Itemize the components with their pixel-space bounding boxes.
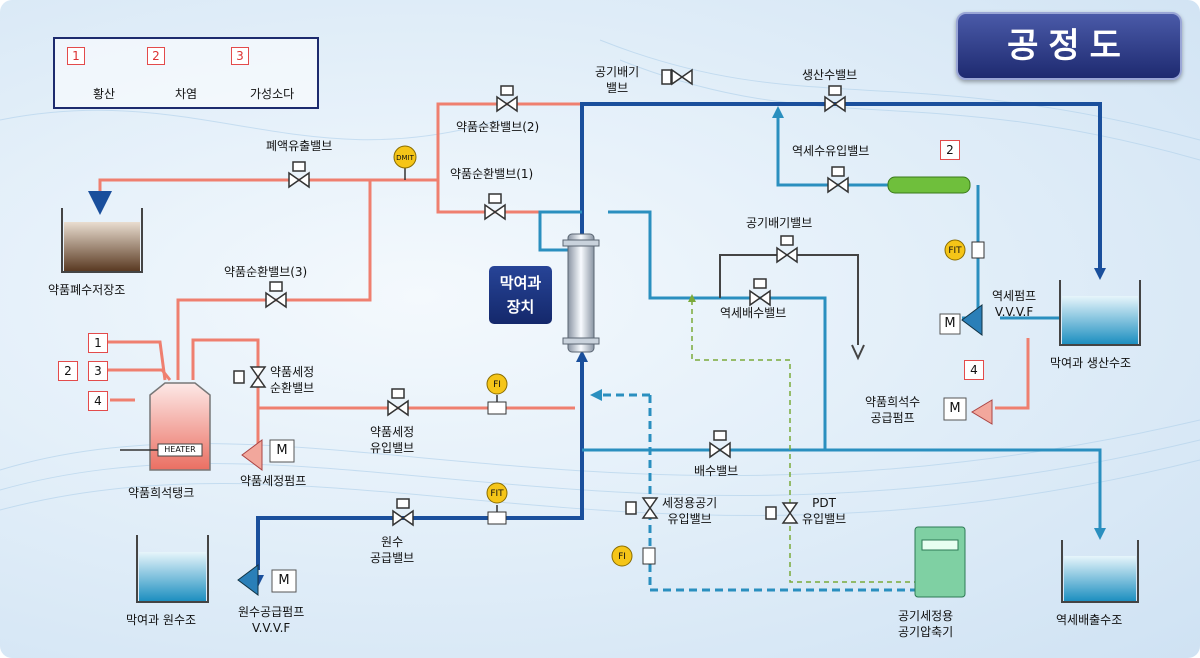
chem-dilution-pump-label: 약품희석수 공급펌프 <box>865 394 920 426</box>
air-compressor-line1: 공기세정용 <box>898 609 954 623</box>
motor-raw: M <box>278 573 290 588</box>
backwash-pump-line1: 역세펌프 <box>992 289 1037 303</box>
membrane-device-label: 막여과 장치 <box>489 266 552 324</box>
chem-wash-circ-line2: 순환밸브 <box>270 381 315 395</box>
backwash-drain-valve-label: 역세배수밸브 <box>720 306 787 320</box>
air-compressor <box>914 526 966 598</box>
wash-air-inlet-line1: 세정용공기 <box>662 496 718 510</box>
chemical-legend: 1 황산 2 차염 3 가성소다 <box>53 37 319 109</box>
legend-label-3: 가성소다 <box>250 87 295 101</box>
backwash-pump-line2: V.V.V.F <box>994 305 1034 319</box>
fi-air-label: FI <box>618 552 626 562</box>
motor-chem-wash: M <box>276 443 288 458</box>
raw-water-tank-label: 막여과 원수조 <box>126 613 197 627</box>
chem-wash-circ-valve-label: 약품세정 순환밸브 <box>270 364 314 396</box>
motor-backwash: M <box>944 316 956 331</box>
motor-dilution: M <box>949 401 961 416</box>
chem-wash-pump-label: 약품세정펌프 <box>240 474 307 488</box>
tank-shapes <box>61 208 1141 603</box>
air-compressor-label: 공기세정용 공기압축기 <box>898 608 953 640</box>
heater-label: HEATER <box>164 445 196 454</box>
raw-supply-pump-label: 원수공급펌프 V.V.V.F <box>238 604 304 636</box>
chem-input-2: 2 <box>58 361 78 381</box>
legend-num-3: 3 <box>231 47 249 65</box>
chem-dilution-pump-line2: 공급펌프 <box>870 411 915 425</box>
product-tank-label: 막여과 생산수조 <box>1050 356 1132 370</box>
chem-dilution-pump-line1: 약품희석수 <box>865 395 921 409</box>
drain-valve-label: 배수밸브 <box>694 464 739 478</box>
air-vent-top-line1: 공기배기 <box>595 65 640 79</box>
device-label-line2: 장치 <box>506 298 535 316</box>
backwash-discharge-tank-label: 역세배출수조 <box>1056 613 1123 627</box>
chem-circ-valve-2-label: 약품순환밸브(2) <box>456 120 540 134</box>
raw-supply-pump-line2: V.V.V.F <box>251 621 291 635</box>
fit-raw-label: FIT <box>490 489 504 499</box>
product-valve-label: 생산수밸브 <box>802 68 858 82</box>
chem-circ-valve-3-label: 약품순환밸브(3) <box>224 265 308 279</box>
raw-supply-pump-line1: 원수공급펌프 <box>238 605 305 619</box>
legend-label-2: 차염 <box>175 87 198 101</box>
legend-label-1: 황산 <box>93 87 116 101</box>
process-water-lines <box>538 115 1102 530</box>
waste-valve-label: 폐액유출밸브 <box>266 139 333 153</box>
chem-injector <box>887 176 971 194</box>
backwash-inlet-valve-label: 역세수유입밸브 <box>792 144 870 158</box>
legend-num-2: 2 <box>147 47 165 65</box>
chem-circ-valve-1-label: 약품순환밸브(1) <box>450 167 534 181</box>
valve-symbols <box>233 68 849 527</box>
chem-input-4: 4 <box>88 391 108 411</box>
chem-wash-inlet-line1: 약품세정 <box>370 425 415 439</box>
pump-shapes <box>237 304 993 596</box>
pdt-inlet-valve-label: PDT 유입밸브 <box>802 495 846 527</box>
page-title: 공정도 <box>956 12 1182 80</box>
raw-supply-line2: 공급밸브 <box>370 551 415 565</box>
pdt-inlet-line1: PDT <box>812 496 836 510</box>
chem-input-1: 1 <box>88 333 108 353</box>
pdt-lines <box>691 300 918 583</box>
air-compressor-line2: 공기압축기 <box>898 625 954 639</box>
air-vent-top-line2: 밸브 <box>606 81 629 95</box>
device-label-line1: 막여과 <box>499 274 542 292</box>
air-vent-valve-label: 공기배기밸브 <box>746 216 813 230</box>
wash-air-inlet-valve-label: 세정용공기 유입밸브 <box>662 495 717 527</box>
background-waves <box>0 39 1200 517</box>
chem-wash-inlet-valve-label: 약품세정 유입밸브 <box>370 424 414 456</box>
chem-box-2: 2 <box>940 140 960 160</box>
membrane-filter <box>562 233 600 353</box>
backwash-pump-label: 역세펌프 V.V.V.F <box>992 288 1036 320</box>
dilution-tank-label: 약품희석탱크 <box>128 486 195 500</box>
air-wash-lines <box>596 393 920 592</box>
wash-air-inlet-line2: 유입밸브 <box>667 512 712 526</box>
waste-tank-label: 약품폐수저장조 <box>48 283 126 297</box>
fi-wash-label: FI <box>493 380 501 390</box>
air-vent-top-label: 공기배기 밸브 <box>595 64 639 96</box>
chem-wash-circ-line1: 약품세정 <box>270 365 315 379</box>
pdt-inlet-line2: 유입밸브 <box>802 512 847 526</box>
chem-wash-inlet-line2: 유입밸브 <box>370 441 415 455</box>
fit-backwash-label: FIT <box>948 246 962 256</box>
raw-supply-line1: 원수 <box>381 535 404 549</box>
raw-supply-valve-label: 원수 공급밸브 <box>370 534 414 566</box>
dmit-label: DMIT <box>396 154 414 162</box>
chem-box-4: 4 <box>964 360 984 380</box>
instrument-symbols <box>393 145 985 567</box>
legend-num-1: 1 <box>67 47 85 65</box>
chem-input-3: 3 <box>88 361 108 381</box>
